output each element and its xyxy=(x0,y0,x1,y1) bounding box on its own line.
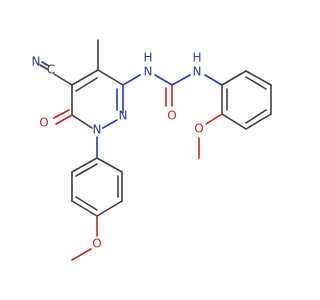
bond-c6-o xyxy=(55,114,73,125)
bond-c5-cn xyxy=(53,73,73,86)
bond-o-ch3-bottom xyxy=(71,248,92,261)
atom-nh-right-h: H xyxy=(192,51,201,65)
atom-nh-left-h: H xyxy=(143,51,152,65)
bond-cn-triple-b xyxy=(41,61,50,67)
atom-ring-n1: N xyxy=(93,123,102,137)
atom-urea-o: O xyxy=(167,109,176,123)
bond-n1-c6 xyxy=(71,114,93,129)
bond-ph2-b2 xyxy=(245,76,267,90)
bond-nh-aryl xyxy=(204,74,223,86)
atom-nitrile-c: C xyxy=(47,63,55,77)
atom-nh-left-n: N xyxy=(144,65,153,79)
bond-ph2-b xyxy=(245,70,272,86)
atom-nitrile-n: N xyxy=(32,55,41,69)
bond-group xyxy=(39,39,272,261)
bond-ph1-d xyxy=(71,200,98,217)
atom-ring-n2: N xyxy=(119,109,128,123)
bond-ph2-d xyxy=(245,113,272,130)
bond-ph1-f xyxy=(71,157,98,173)
bond-cn-triple-a xyxy=(39,64,48,70)
bond-ph2-d2 xyxy=(245,109,267,124)
atom-labels: N C O N N H N O H N O O xyxy=(32,51,204,251)
bond-c5-c4 xyxy=(71,69,99,86)
atom-methoxy-bottom-o: O xyxy=(92,237,101,251)
bond-c4-c3 xyxy=(97,69,124,86)
bond-c3-nh xyxy=(122,74,141,86)
atom-nh-right-n: N xyxy=(193,65,202,79)
atom-pyridazinone-o: O xyxy=(39,116,48,130)
bond-c5-c4-double xyxy=(75,77,98,92)
bond-ph1-c xyxy=(96,200,123,217)
molecule-canvas: N C O N N H N O H N O O xyxy=(32,39,272,261)
atom-methoxy-right-o: O xyxy=(194,122,203,136)
bond-ph2-e xyxy=(221,113,247,130)
molecule-structure: N C O N N H N O H N O O xyxy=(32,39,272,261)
bond-ph1-d2 xyxy=(75,196,98,211)
bond-c6-o-double xyxy=(53,109,70,119)
bond-ph2-o xyxy=(205,113,223,125)
bond-ph1-f2 xyxy=(75,163,98,177)
bond-nh-urea-c xyxy=(154,74,173,86)
bond-ph1-a xyxy=(96,157,123,173)
bond-urea-c-nh xyxy=(171,74,191,86)
bond-n2-n1 xyxy=(102,119,118,129)
bond-ph2-a xyxy=(221,70,247,86)
